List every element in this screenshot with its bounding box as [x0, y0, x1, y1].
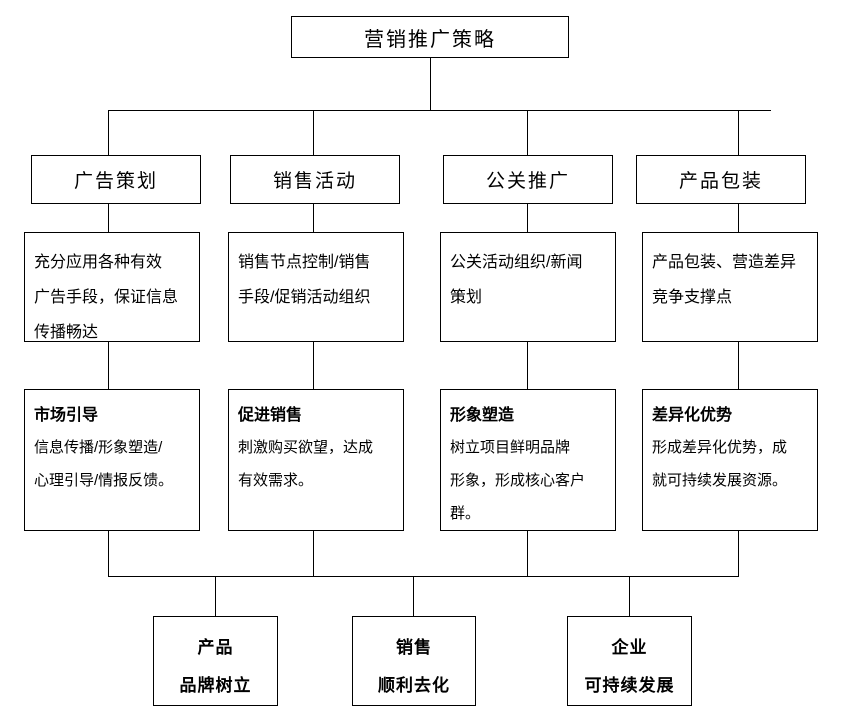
connector-goal-2-to-bus	[313, 531, 314, 576]
outcome-line: 品牌树立	[179, 676, 252, 695]
connector-drop-category-3	[527, 110, 528, 155]
connector-drop-category-4	[738, 110, 739, 155]
connector-goal-1-to-bus	[108, 531, 109, 576]
goal-line: 信息传播/形象塑造/	[34, 439, 163, 456]
description-line: 广告手段，保证信息	[34, 289, 179, 306]
category-label-2: 销售活动	[272, 171, 357, 192]
goal-heading: 促进销售	[238, 407, 303, 424]
description-line: 传播畅达	[34, 324, 99, 341]
goal-line: 群。	[450, 505, 481, 522]
goal-box-1: 市场引导 信息传播/形象塑造/ 心理引导/情报反馈。	[24, 389, 200, 531]
strategy-title-box: 营销推广策略	[291, 16, 569, 58]
connector-goal-4-to-bus	[738, 531, 739, 576]
outcome-line: 顺利去化	[378, 676, 450, 695]
description-line: 手段/促销活动组织	[238, 289, 371, 306]
category-label-3: 公关推广	[485, 171, 570, 192]
description-line: 充分应用各种有效	[34, 254, 163, 271]
connector-drop-outcome-2	[413, 576, 414, 616]
connector-level1-bus	[108, 110, 771, 111]
outcome-line: 可持续发展	[584, 676, 675, 695]
description-line: 产品包装、营造差异	[652, 254, 797, 271]
goal-heading: 差异化优势	[652, 407, 733, 424]
outcome-box-2: 销售 顺利去化	[352, 616, 476, 706]
connector-description-3-to-goal	[527, 342, 528, 389]
connector-drop-outcome-3	[629, 576, 630, 616]
description-box-1: 充分应用各种有效 广告手段，保证信息 传播畅达	[24, 232, 200, 342]
outcome-box-3: 企业 可持续发展	[567, 616, 692, 706]
connector-category-4-to-description	[738, 203, 739, 233]
connector-drop-category-2	[313, 110, 314, 155]
goal-line: 树立项目鲜明品牌	[450, 439, 571, 456]
description-line: 销售节点控制/销售	[238, 254, 371, 271]
category-box-1: 广告策划	[31, 155, 201, 204]
connector-drop-outcome-1	[215, 576, 216, 616]
connector-category-1-to-description	[108, 203, 109, 233]
description-line: 策划	[450, 289, 483, 306]
connector-category-3-to-description	[527, 203, 528, 233]
goal-heading: 形象塑造	[450, 407, 515, 424]
page-title: 营销推广策略	[364, 28, 496, 51]
description-box-2: 销售节点控制/销售 手段/促销活动组织	[228, 232, 404, 342]
goal-box-4: 差异化优势 形成差异化优势，成 就可持续发展资源。	[642, 389, 818, 531]
goal-line: 形成差异化优势，成	[652, 439, 788, 456]
goal-box-3: 形象塑造 树立项目鲜明品牌 形象，形成核心客户 群。	[440, 389, 616, 531]
category-box-2: 销售活动	[230, 155, 400, 204]
description-box-4: 产品包装、营造差异 竞争支撑点	[642, 232, 818, 342]
outcome-line: 产品	[197, 638, 234, 657]
category-box-3: 公关推广	[443, 155, 613, 204]
outcome-line: 企业	[611, 638, 648, 657]
description-line: 公关活动组织/新闻	[450, 254, 583, 271]
connector-title-trunk	[430, 57, 431, 111]
connector-description-4-to-goal	[738, 342, 739, 389]
goal-line: 刺激购买欲望，达成	[238, 439, 374, 456]
outcome-box-1: 产品 品牌树立	[153, 616, 278, 706]
goal-box-2: 促进销售 刺激购买欲望，达成 有效需求。	[228, 389, 404, 531]
category-box-4: 产品包装	[636, 155, 806, 204]
goal-line: 就可持续发展资源。	[652, 472, 788, 489]
goal-line: 心理引导/情报反馈。	[34, 472, 174, 489]
description-box-3: 公关活动组织/新闻 策划	[440, 232, 616, 342]
goal-line: 形象，形成核心客户	[450, 472, 586, 489]
description-line: 竞争支撑点	[652, 289, 733, 306]
category-label-4: 产品包装	[678, 171, 763, 192]
connector-goal-3-to-bus	[527, 531, 528, 576]
category-label-1: 广告策划	[73, 171, 158, 192]
goal-heading: 市场引导	[34, 407, 99, 424]
goal-line: 有效需求。	[238, 472, 314, 489]
connector-drop-category-1	[108, 110, 109, 155]
connector-description-1-to-goal	[108, 342, 109, 389]
outcome-line: 销售	[396, 638, 432, 657]
connector-description-2-to-goal	[313, 342, 314, 389]
connector-level3-bus	[108, 576, 739, 577]
connector-category-2-to-description	[313, 203, 314, 233]
